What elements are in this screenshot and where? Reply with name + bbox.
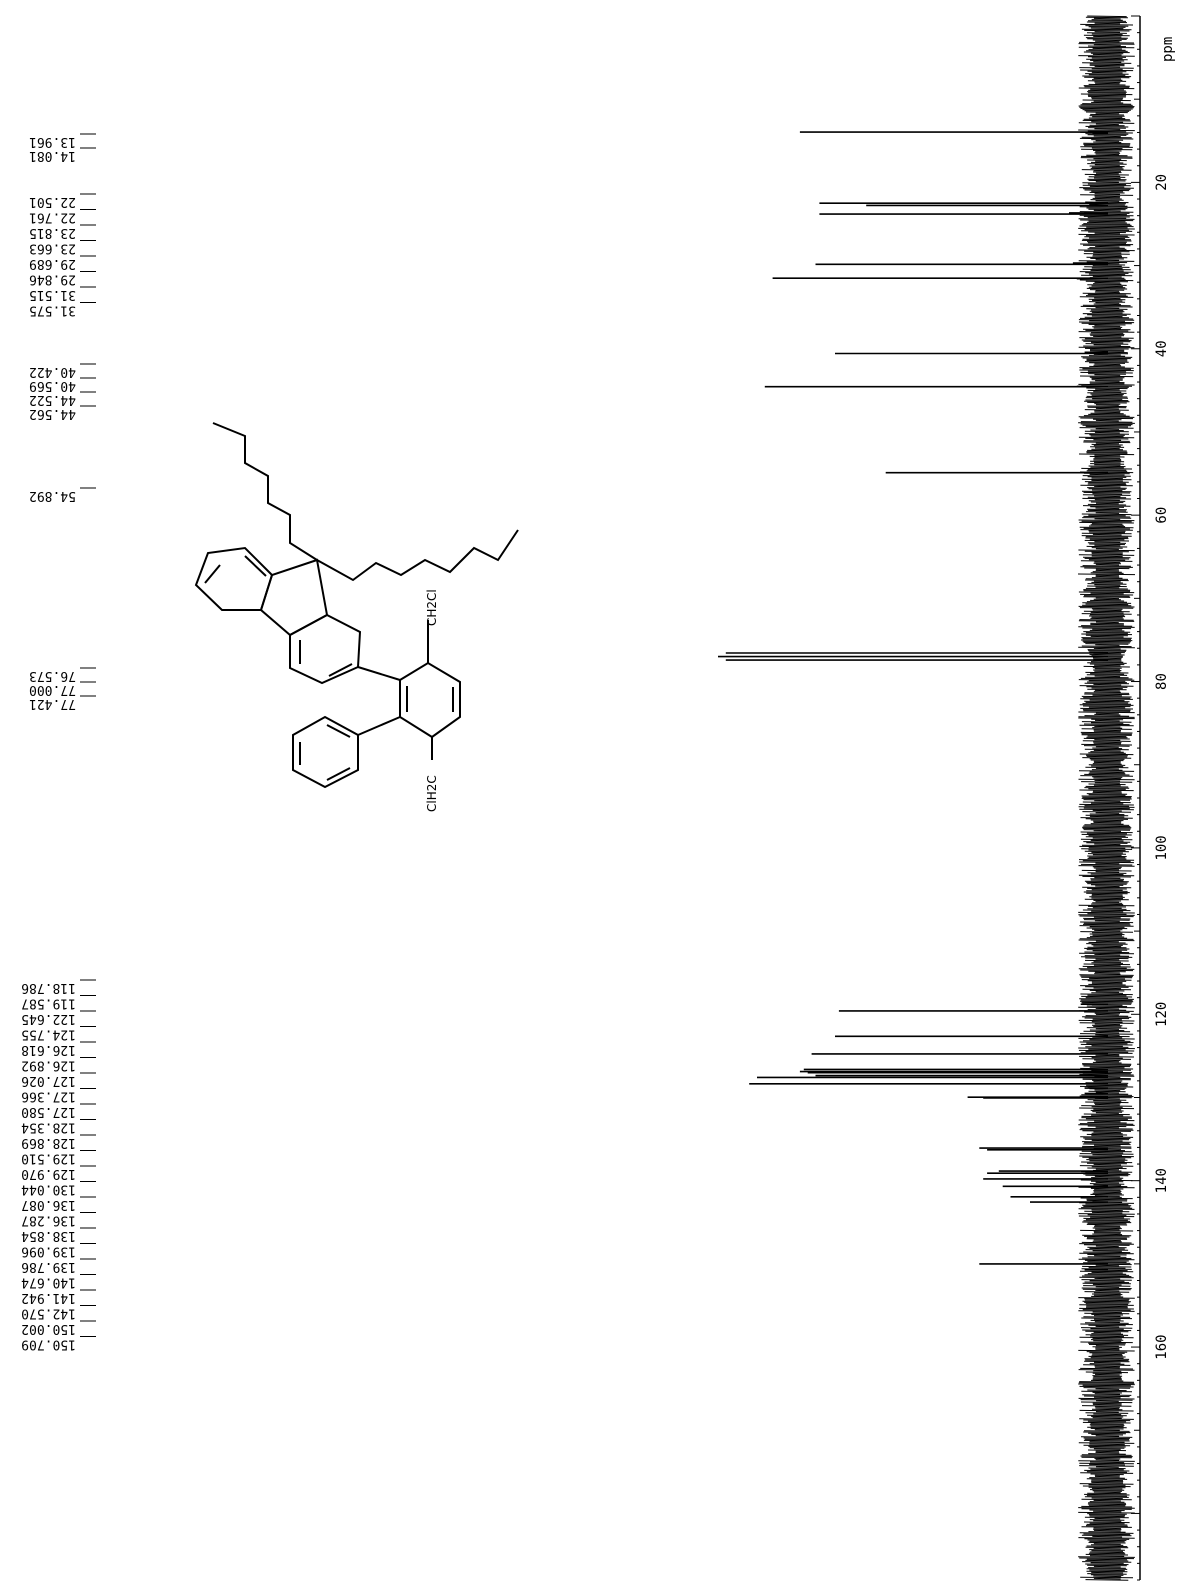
peak-label-14.081: 14.081 <box>29 148 76 163</box>
peak-label-31.515: 31.515 <box>29 287 76 302</box>
peak-label-44.562: 44.562 <box>29 406 76 421</box>
peak-label-138.854: 138.854 <box>21 1228 76 1243</box>
peak-label-142.570: 142.570 <box>21 1306 76 1321</box>
peak-label-23.663: 23.663 <box>29 241 76 256</box>
ch2cl-label-bottom: ClH2C <box>425 775 439 812</box>
tick-label-120: 120 <box>1154 1002 1170 1027</box>
peak-label-77.421: 77.421 <box>29 696 76 711</box>
molecule-structure-drawing <box>194 422 519 789</box>
tick-label-40: 40 <box>1154 340 1170 357</box>
peak-label-29.846: 29.846 <box>29 272 76 287</box>
peak-label-127.366: 127.366 <box>21 1089 76 1104</box>
peak-label-150.709: 150.709 <box>21 1337 76 1352</box>
tick-label-100: 100 <box>1154 835 1170 860</box>
peak-label-124.755: 124.755 <box>21 1027 76 1042</box>
peak-label-126.618: 126.618 <box>21 1042 76 1057</box>
noise-trace <box>1077 15 1136 1581</box>
peak-label-136.087: 136.087 <box>21 1197 76 1212</box>
peak-label-23.815: 23.815 <box>29 225 76 240</box>
tick-label-140: 140 <box>1154 1168 1170 1193</box>
axis-unit-label: ppm <box>1160 37 1176 62</box>
ch2cl-label-top: CH2Cl <box>425 589 439 626</box>
peak-label-22.761: 22.761 <box>29 210 76 225</box>
peak-label-127.026: 127.026 <box>21 1073 76 1088</box>
peak-label-77.000: 77.000 <box>29 682 76 697</box>
peak-label-128.869: 128.869 <box>21 1135 76 1150</box>
tick-label-80: 80 <box>1154 673 1170 690</box>
peak-label-40.569: 40.569 <box>29 378 76 393</box>
peak-label-31.575: 31.575 <box>29 303 76 318</box>
peak-label-136.287: 136.287 <box>21 1213 76 1228</box>
peak-label-44.522: 44.522 <box>29 392 76 407</box>
tick-label-60: 60 <box>1154 507 1170 524</box>
peak-label-126.892: 126.892 <box>21 1058 76 1073</box>
peak-label-127.580: 127.580 <box>21 1104 76 1119</box>
peak-label-13.961: 13.961 <box>29 134 76 149</box>
tick-label-20: 20 <box>1154 174 1170 191</box>
peak-label-29.689: 29.689 <box>29 256 76 271</box>
peak-label-76.573: 76.573 <box>29 668 76 683</box>
peak-label-150.002: 150.002 <box>21 1321 76 1336</box>
tick-label-160: 160 <box>1154 1334 1170 1359</box>
peak-label-122.645: 122.645 <box>21 1011 76 1026</box>
peak-label-129.970: 129.970 <box>21 1166 76 1181</box>
peak-label-129.510: 129.510 <box>21 1151 76 1166</box>
ppm-axis: 20 40 60 80 100 120 140 160 ppm <box>1131 15 1176 1581</box>
peak-label-140.674: 140.674 <box>21 1275 76 1290</box>
peak-label-54.892: 54.892 <box>29 488 76 503</box>
peak-label-119.587: 119.587 <box>21 996 76 1011</box>
baseline-noise <box>1077 15 1136 1581</box>
peak-label-128.354: 128.354 <box>21 1120 76 1135</box>
peak-label-141.942: 141.942 <box>21 1290 76 1305</box>
peak-label-130.044: 130.044 <box>21 1182 76 1197</box>
peak-label-118.786: 118.786 <box>21 980 76 995</box>
peak-label-139.096: 139.096 <box>21 1244 76 1259</box>
peak-label-139.786: 139.786 <box>21 1259 76 1274</box>
peak-label-40.422: 40.422 <box>29 364 76 379</box>
peaks-layer <box>718 131 1108 1271</box>
peak-label-22.501: 22.501 <box>29 194 76 209</box>
